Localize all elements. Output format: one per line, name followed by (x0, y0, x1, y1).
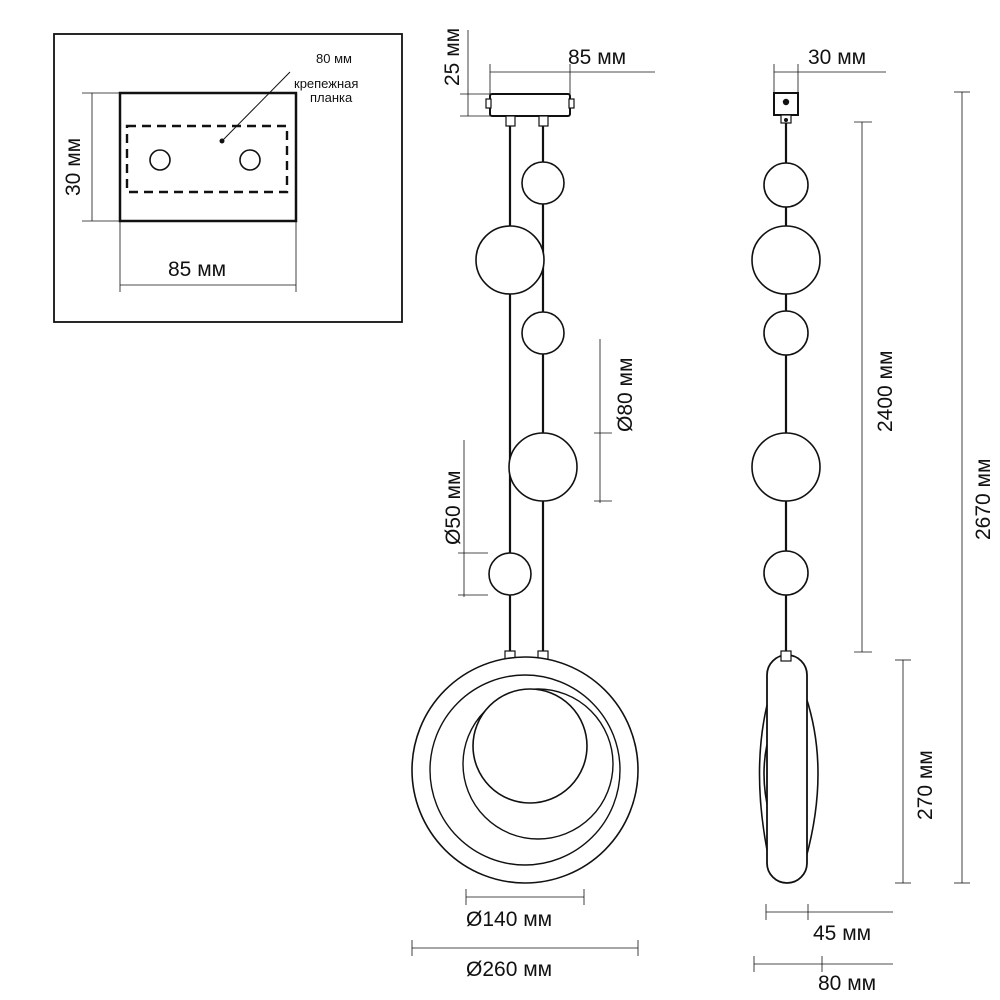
side-canopy-depth-label: 30 мм (808, 46, 866, 69)
front-canopy-screw-left (485, 98, 492, 109)
side-ring-clamp (780, 650, 792, 662)
side-sphere-5 (763, 550, 809, 596)
side-ring-height-label: 270 мм (914, 750, 937, 820)
inset-canopy-outline (118, 91, 298, 223)
front-outer-ring-label: Ø260 мм (466, 958, 552, 981)
front-cable-grip-left (505, 115, 516, 127)
front-canopy-screw-right (568, 98, 575, 109)
front-canopy-height-label: 25 мм (441, 28, 464, 86)
inset-mount-hole-left (149, 149, 171, 171)
front-sphere-small-1 (521, 161, 565, 205)
front-sphere-large-1 (475, 225, 545, 295)
side-sphere-3 (763, 310, 809, 356)
inset-bracket-label-line1: крепежная (294, 76, 358, 91)
side-total-height-label: 2670 мм (972, 459, 995, 540)
side-cable-grip-dot (784, 118, 788, 122)
inset-bracket-leader (221, 71, 291, 142)
mounting-inset (53, 33, 403, 323)
inset-bracket-width-label: 80 мм (316, 51, 352, 66)
side-canopy-screw (782, 98, 790, 106)
side-ring-profile (766, 654, 808, 884)
side-suspension-length-label: 2400 мм (874, 351, 897, 432)
inset-mount-hole-right (239, 149, 261, 171)
front-cable-grip-right (538, 115, 549, 127)
front-canopy-width-label: 85 мм (568, 46, 626, 69)
side-rear-profile (805, 696, 819, 859)
front-sphere-large-2 (508, 432, 578, 502)
front-center-globe (472, 688, 588, 804)
side-sphere-2 (751, 225, 821, 295)
side-sphere-4 (751, 432, 821, 502)
front-inner-ring-label: Ø140 мм (466, 908, 552, 931)
front-view (411, 30, 655, 956)
inset-canopy-width-label: 85 мм (168, 258, 226, 281)
front-inner-ring (429, 674, 621, 866)
side-globe-front (758, 704, 768, 851)
side-view (751, 64, 970, 972)
front-small-sphere-label: Ø50 мм (442, 471, 465, 545)
side-outer-depth-label: 80 мм (818, 972, 876, 995)
front-large-sphere-label: Ø80 мм (614, 358, 637, 432)
inset-frame (53, 33, 403, 323)
inset-bracket-outline (125, 124, 289, 194)
front-sphere-small-2 (521, 311, 565, 355)
front-canopy (489, 93, 571, 117)
inset-canopy-depth-label: 30 мм (62, 138, 85, 196)
side-sphere-1 (763, 162, 809, 208)
inset-leader-dot (219, 138, 225, 144)
side-inner-depth-label: 45 мм (813, 922, 871, 945)
inset-bracket-label-line2: планка (310, 90, 353, 105)
front-sphere-small-3 (488, 552, 532, 596)
